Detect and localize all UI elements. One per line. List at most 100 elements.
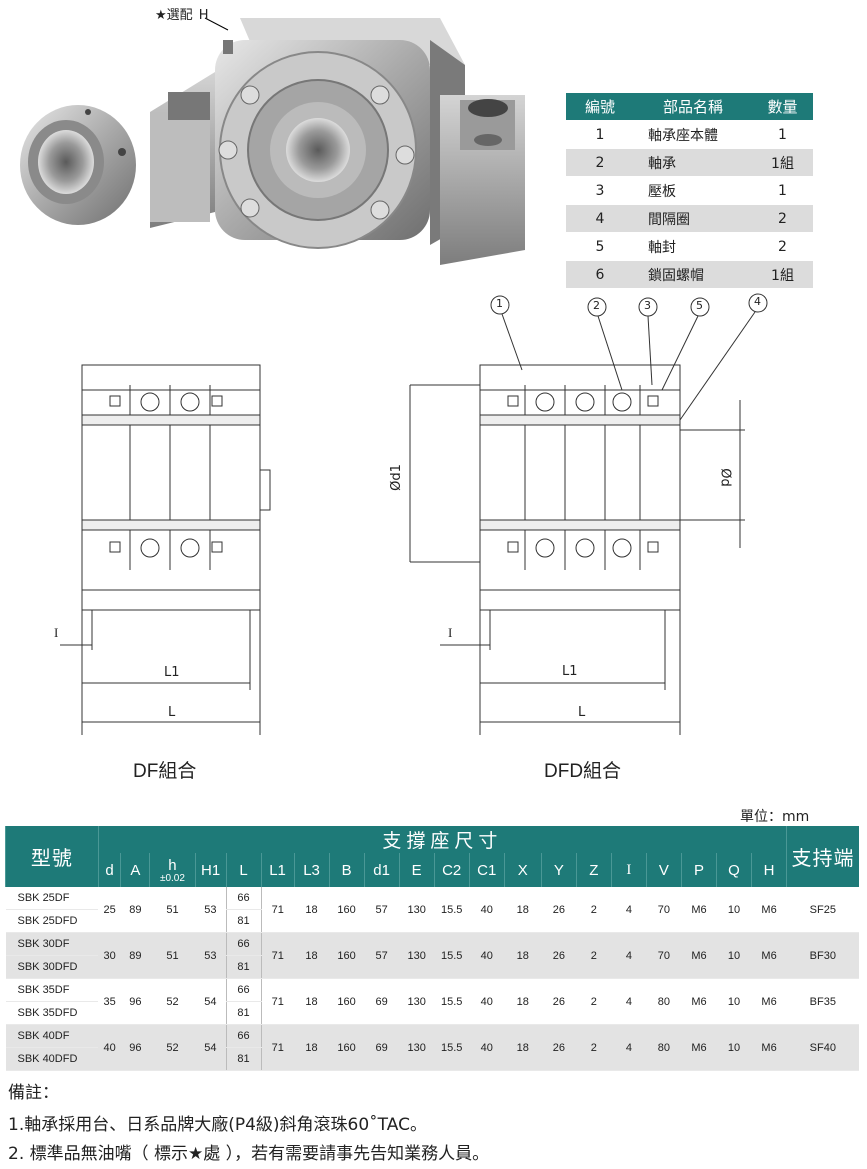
cell-H1: 53 <box>195 932 227 979</box>
part-name: 鎖固螺帽 <box>634 260 752 288</box>
cell-L3: 18 <box>294 978 330 1025</box>
table-row: SBK 40DFD 81 <box>5 1047 860 1071</box>
dfd-drawing <box>409 293 768 735</box>
cell-L1: 71 <box>261 978 295 1025</box>
cell-L3: 18 <box>294 932 330 979</box>
model-dfd: SBK 30DFD <box>5 955 99 979</box>
part-no: 3 <box>566 176 634 205</box>
cell-d: 25 <box>98 887 121 933</box>
col-H: H <box>750 853 787 887</box>
cell-h: 52 <box>149 978 196 1025</box>
cell-C2: 15.5 <box>434 978 470 1025</box>
dfd-balloon-2: 2 <box>593 299 600 312</box>
col-P: P <box>680 853 717 887</box>
cell-Y: 26 <box>541 978 577 1025</box>
dfd-balloon-1: 1 <box>496 297 503 310</box>
cell-A: 89 <box>120 887 150 933</box>
cell-support: SF40 <box>786 1024 859 1071</box>
parts-row: 6 鎖固螺帽 1組 <box>566 260 813 288</box>
spec-header-support: 支持端 <box>786 826 859 887</box>
cell-Z: 2 <box>576 887 612 933</box>
cell-C1: 40 <box>469 978 505 1025</box>
cell-L-df: 66 <box>225 978 262 1002</box>
cell-V: 70 <box>646 932 682 979</box>
cell-h: 51 <box>149 932 196 979</box>
cell-V: 80 <box>646 978 682 1025</box>
cell-d1: 69 <box>364 1024 400 1071</box>
cell-L-dfd: 81 <box>225 955 262 979</box>
cell-L1: 71 <box>261 887 295 933</box>
df-drawing <box>60 364 271 735</box>
table-row: SBK 25DFD 81 <box>5 909 860 933</box>
callout-letter: H <box>198 8 209 23</box>
cell-C1: 40 <box>469 932 505 979</box>
cell-d1: 69 <box>364 978 400 1025</box>
spec-header-model: 型號 <box>5 826 99 887</box>
cell-H: M6 <box>751 1024 787 1071</box>
cell-L-dfd: 81 <box>225 1047 262 1071</box>
table-row: SBK 30DFD 81 <box>5 955 860 979</box>
spec-group-header-row: 型號 支撐座尺寸 支持端 <box>5 826 859 887</box>
col-Y: Y <box>540 853 577 887</box>
dfd-dim-I: I <box>448 625 453 640</box>
cell-X: 18 <box>504 887 542 933</box>
table-row: SBK 35DFD 81 <box>5 1001 860 1025</box>
cell-C1: 40 <box>469 887 505 933</box>
model-df: SBK 40DF <box>5 1024 99 1048</box>
part-name: 壓板 <box>634 176 752 205</box>
lock-nut-image <box>20 105 136 225</box>
table-row: SBK 35DF 35 96 52 54 66 71 18 160 69 130… <box>5 978 859 1025</box>
cell-C2: 15.5 <box>434 932 470 979</box>
model-dfd: SBK 40DFD <box>5 1047 99 1071</box>
cell-I: 4 <box>611 978 647 1025</box>
part-qty: 1組 <box>752 148 813 177</box>
part-name: 間隔圈 <box>634 204 752 233</box>
spec-header-group: 支撐座尺寸 <box>97 826 787 853</box>
part-no: 6 <box>566 260 634 288</box>
parts-row: 5 軸封 2 <box>566 232 813 261</box>
df-dim-L: L <box>168 705 176 720</box>
cell-L-df: 66 <box>225 932 262 956</box>
cell-Z: 2 <box>576 978 612 1025</box>
model-dfd: SBK 25DFD <box>5 909 99 933</box>
cell-L-df: 66 <box>225 887 262 910</box>
df-caption: DF組合 <box>133 761 197 782</box>
col-h-label: h <box>168 856 177 874</box>
note-item: 1.軸承採用台、日系品牌大廠(P4級)斜角滾珠60˚TAC。 <box>8 1115 427 1135</box>
cell-L1: 71 <box>261 932 295 979</box>
cell-d: 35 <box>98 978 121 1025</box>
part-qty: 2 <box>752 204 813 233</box>
product-photo <box>20 17 525 265</box>
col-L3: L3 <box>293 853 330 887</box>
parts-header-row: 編號 部品名稱 數量 <box>566 93 813 121</box>
df-dim-L1: L1 <box>164 665 180 680</box>
part-qty: 1 <box>752 120 813 149</box>
col-E: E <box>398 853 435 887</box>
col-H1: H1 <box>194 853 227 887</box>
spec-group: SBK 40DF 40 96 52 54 66 71 18 160 69 130… <box>5 1024 860 1071</box>
cell-E: 130 <box>399 1024 435 1071</box>
cell-V: 80 <box>646 1024 682 1071</box>
model-df: SBK 25DF <box>5 887 99 910</box>
cell-X: 18 <box>504 1024 542 1071</box>
cell-Z: 2 <box>576 1024 612 1071</box>
cell-C2: 15.5 <box>434 887 470 933</box>
part-qty: 1 <box>752 176 813 205</box>
col-L: L <box>225 853 262 887</box>
cell-H1: 54 <box>195 1024 227 1071</box>
cell-B: 160 <box>329 1024 365 1071</box>
cell-V: 70 <box>646 887 682 933</box>
cell-Q: 10 <box>716 932 752 979</box>
dfd-dim-d1: Ød1 <box>388 464 404 491</box>
part-name: 軸承座本體 <box>634 120 752 149</box>
cell-B: 160 <box>329 978 365 1025</box>
table-row: SBK 30DF 30 89 51 53 66 71 18 160 57 130… <box>5 932 859 979</box>
dfd-balloon-3: 3 <box>644 299 651 312</box>
part-name: 軸承 <box>634 148 752 177</box>
cell-Q: 10 <box>716 978 752 1025</box>
col-C2: C2 <box>433 853 470 887</box>
note-item: 2. 標準品無油嘴（ 標示★處 ），若有需要請事先告知業務人員。 <box>8 1144 490 1164</box>
cell-Y: 26 <box>541 1024 577 1071</box>
dfd-dim-d: Ød <box>717 468 733 487</box>
parts-header-qty: 數量 <box>752 93 813 121</box>
